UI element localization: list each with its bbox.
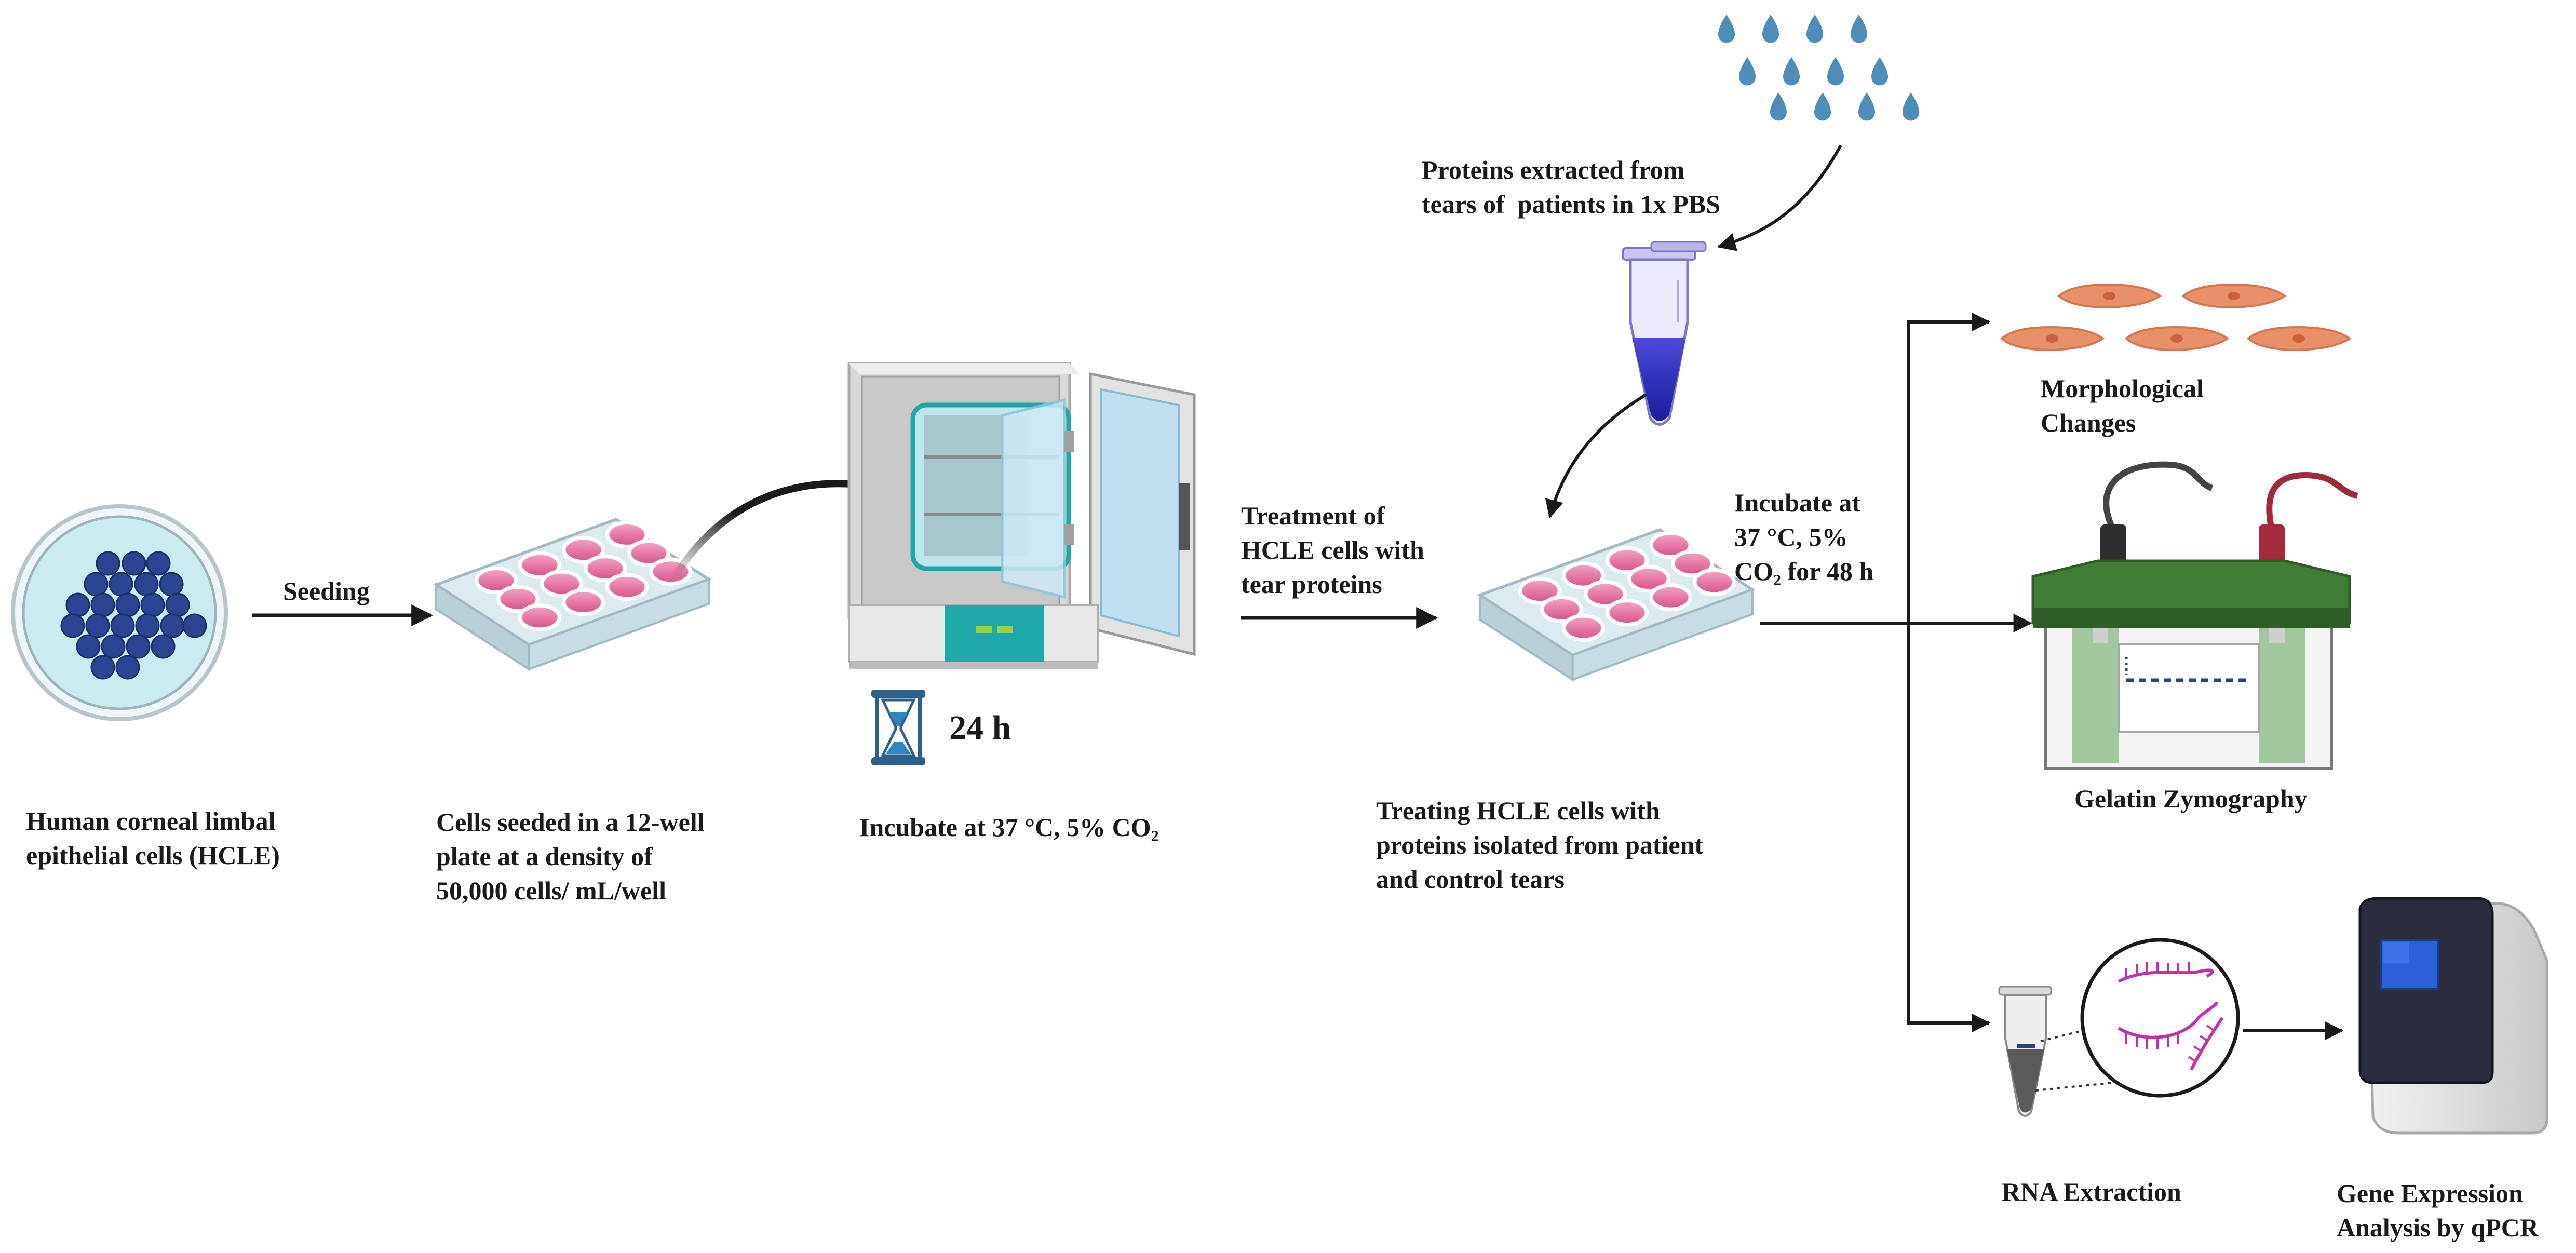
rna-tube-icon xyxy=(1998,986,2052,1117)
proteins-label: Proteins extracted from tears of patient… xyxy=(1422,155,1720,219)
seeded-label: Cells seeded in a 12-well plate at a den… xyxy=(436,807,705,905)
hourglass-icon xyxy=(871,690,925,765)
branch-arrows xyxy=(1760,313,2032,1032)
incubator-icon xyxy=(847,362,1196,669)
tear-drops-icon xyxy=(1718,15,1919,121)
cell-cluster xyxy=(60,551,207,680)
microtube-icon xyxy=(1622,241,1707,426)
qpcr-machine-icon xyxy=(2358,897,2548,1135)
gel-electrophoresis-icon xyxy=(2031,461,2358,770)
zoom-line xyxy=(2035,1082,2114,1092)
morphological-label: Morphological Changes xyxy=(2041,374,2204,437)
qpcr-label: Gene Expression Analysis by qPCR xyxy=(2337,1179,2539,1242)
drops-to-tube-arrow xyxy=(1717,144,1842,251)
petri-dish-icon xyxy=(11,504,228,721)
treatment-label: Treatment of HCLE cells with tear protei… xyxy=(1241,501,1424,599)
incubate-label: Incubate at 37 °C, 5% CO₂ xyxy=(859,813,1159,842)
well-plate-icon xyxy=(433,518,712,671)
zymography-label: Gelatin Zymography xyxy=(2074,784,2308,813)
time-label: 24 h xyxy=(949,709,1011,747)
rna-extraction-label: RNA Extraction xyxy=(2002,1177,2181,1206)
treating-label: Treating HCLE cells with proteins isolat… xyxy=(1376,796,1704,894)
well-plate-treated-icon xyxy=(1477,528,1756,682)
tube-to-plate-arrow xyxy=(1545,393,1647,519)
incubate-48h-label: Incubate at 37 °C, 5% CO₂ for 48 h xyxy=(1734,488,1874,586)
seeding-label: Seeding xyxy=(283,576,370,605)
rna-strand-icon xyxy=(2080,938,2240,1098)
hcle-label: Human corneal limbal epithelial cells (H… xyxy=(26,806,280,870)
